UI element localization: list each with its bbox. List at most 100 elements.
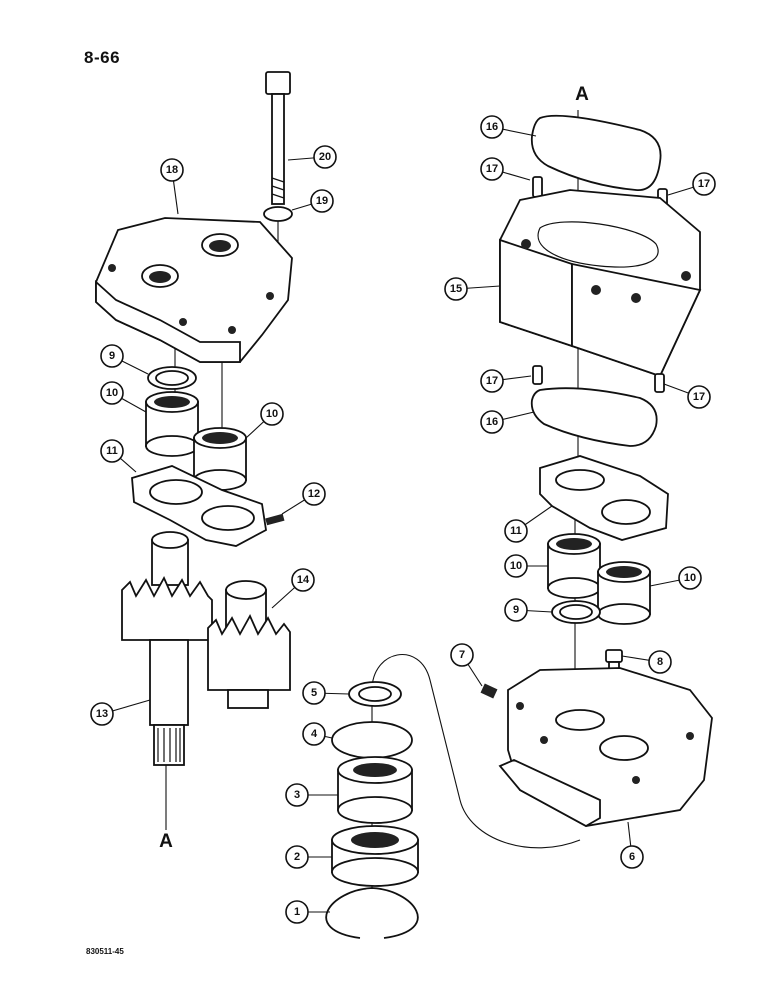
gasket-bottom [530,387,658,447]
callout-bubble [90,702,114,726]
callout-number: 17 [693,391,705,403]
callout-number: 12 [308,488,320,500]
callout-ball-bearing: 2 [285,845,332,869]
callout-bearing-right-a: 10 [504,554,548,578]
callout-number: 16 [486,416,498,428]
callout-bubble [291,568,315,592]
small-pin [265,513,285,526]
callout-bubble [678,566,702,590]
callout-bolt: 20 [287,145,337,169]
callout-bubble [648,650,672,674]
ball-bearing [331,825,419,887]
needle-bearing-right-b [597,561,651,625]
callout-bubble [480,157,504,181]
idler-gear-shaft [207,580,291,709]
callout-dowel-top-left: 17 [480,157,531,181]
callout-number: 10 [266,408,278,420]
callout-number: 1 [294,906,300,918]
callout-number: 20 [319,151,331,163]
callout-gear-shaft-idler: 14 [271,568,315,609]
seal-carrier [337,756,413,824]
callout-bubble [302,681,326,705]
callout-number: 10 [510,560,522,572]
callout-shaft-seal: 5 [302,681,350,705]
needle-bearing-right-a [547,533,601,599]
shaft-seal [348,681,402,707]
callout-number: 8 [657,656,663,668]
snap-ring [325,887,419,939]
callout-plate-left: 11 [100,439,137,473]
page-number: 8-66 [84,48,121,67]
callout-bubble [100,381,124,405]
callout-bubble [692,172,716,196]
callout-number: 11 [106,445,118,457]
callout-bubble [100,344,124,368]
figure-code: 830511-45 [86,947,124,956]
callout-number: 13 [96,708,108,720]
callout-body-lower: 6 [620,821,644,869]
callout-washer: 19 [291,189,334,213]
callout-dowel-bottom-right: 17 [663,383,711,409]
callout-plate-right: 11 [504,505,553,543]
callout-pin-small: 12 [281,482,326,515]
callout-bubble [285,783,309,807]
callout-number: 19 [316,195,328,207]
seal-right [551,600,601,624]
callout-number: 4 [311,728,318,740]
callout-number: 17 [486,163,498,175]
callout-number: 7 [459,649,465,661]
callout-gasket-top: 16 [480,115,537,139]
seal-left [147,366,197,390]
callout-number: 9 [109,350,115,362]
callout-number: 10 [106,387,118,399]
callout-bubble [313,145,337,169]
callout-bubble [504,598,528,622]
callout-bubble [260,402,284,426]
callout-gasket-bottom: 16 [480,410,535,434]
callout-bubble [285,900,309,924]
callout-bubble [302,482,326,506]
washer [263,206,293,222]
callout-number: 2 [294,851,300,863]
gear-housing [499,189,702,378]
section-mark-top: A [575,84,589,105]
wear-plate-left [131,465,267,547]
callout-bubble [444,277,468,301]
callout-bearing-left-a: 10 [100,381,147,413]
callout-bubble [480,369,504,393]
callout-layer: 1 8 20 19 9 10 10 11 12 13 14 16 17 17 15 17 17 16 11 10 10 9… [90,115,716,924]
callout-plug-large: 8 [621,650,672,674]
upper-body-casting [95,217,293,363]
callout-bubble [504,519,528,543]
gasket-top [530,114,662,191]
callout-o-ring: 4 [302,722,333,746]
callout-bubble [100,439,124,463]
o-ring [331,721,413,759]
callout-seal-left: 9 [100,344,149,375]
section-mark-bottom: A [159,831,173,852]
callout-number: 14 [297,574,310,586]
callout-bearing-left-b: 10 [245,402,284,439]
callout-gear-shaft-drive: 13 [90,699,151,726]
callout-number: 15 [450,283,462,295]
callout-bubble [480,410,504,434]
callout-seal-right: 9 [504,598,553,622]
callout-bubble [310,189,334,213]
callout-bearing-right-b: 10 [649,566,702,590]
callout-number: 3 [294,789,300,801]
callout-dowel-bottom-left: 17 [480,369,532,393]
callout-bubble [450,643,474,667]
callout-number: 16 [486,121,498,133]
callout-bubble [160,158,184,182]
callout-gear-housing: 15 [444,277,501,301]
callout-number: 10 [684,572,696,584]
lower-body-casting [498,667,713,828]
callout-bubble [504,554,528,578]
callout-bubble [687,385,711,409]
dowel-bottom-right [654,373,665,393]
dowel-bottom-left [532,365,543,385]
callout-number: 17 [698,178,710,190]
callout-number: 5 [311,687,317,699]
callout-bubble [285,845,309,869]
